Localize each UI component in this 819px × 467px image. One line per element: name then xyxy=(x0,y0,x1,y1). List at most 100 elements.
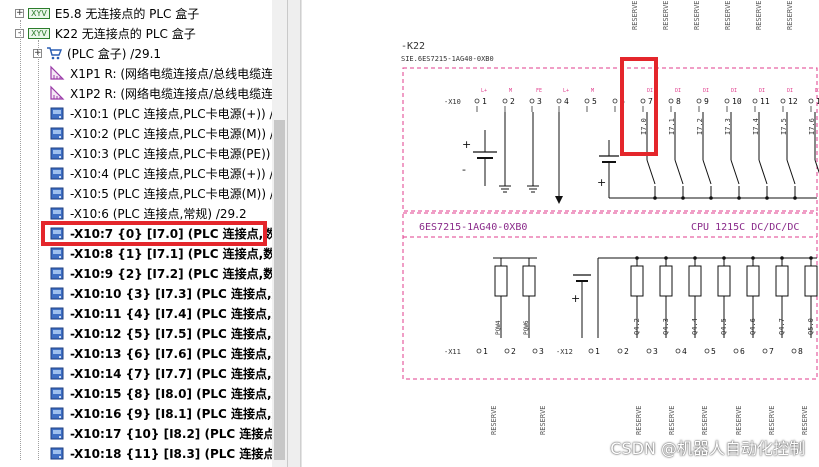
pin-number: 8 xyxy=(676,97,681,106)
pin-number: 5 xyxy=(711,347,716,356)
plc-connection-icon xyxy=(49,445,70,461)
reserve-label: RESERVE xyxy=(768,405,776,435)
terminal-dot xyxy=(780,98,786,104)
pin-signal: DI xyxy=(815,88,819,94)
tree-item[interactable]: -X10:9 {2} [I7.2] (PLC 连接点,数字输 xyxy=(49,263,288,283)
terminal-dot xyxy=(588,348,594,354)
battery-plus: + xyxy=(462,138,471,151)
tree-guide-line xyxy=(20,20,21,460)
plc-connection-icon xyxy=(49,365,70,381)
network-connection-icon xyxy=(49,65,70,81)
tree-item[interactable]: -X10:3 (PLC 连接点,PLC卡电源(PE)) / xyxy=(49,143,278,163)
plc-box-icon: XYV xyxy=(28,7,50,19)
tree-item[interactable]: -X10:5 (PLC 连接点,PLC卡电源(M)) / xyxy=(49,183,274,203)
output-address: Q4.2 xyxy=(633,318,641,335)
tree-item[interactable]: -X10:14 {7} [I7.7] (PLC 连接点,数字 xyxy=(49,363,287,383)
tree-item[interactable]: X1P2 R: (网络电缆连接点/总线电缆连 xyxy=(49,83,273,103)
tree-item[interactable]: -X10:6 (PLC 连接点,常规) /29.2 xyxy=(49,203,247,223)
tree-item[interactable]: -X10:15 {8} [I8.0] (PLC 连接点,数字 xyxy=(49,383,288,403)
tree-item-label: -X10:9 {2} [I7.2] (PLC 连接点,数字输 xyxy=(70,266,288,281)
terminal-dot xyxy=(808,98,814,104)
resistor xyxy=(804,265,818,297)
terminal-dot xyxy=(504,348,510,354)
tree-item[interactable]: X1P1 R: (网络电缆连接点/总线电缆连 xyxy=(49,63,273,83)
reserve-label: RESERVE xyxy=(635,405,643,435)
tree-item[interactable]: -X10:7 {0} [I7.0] (PLC 连接点,数字输 xyxy=(49,223,287,243)
plc-connection-icon xyxy=(49,185,70,201)
tree-item[interactable]: -X10:2 (PLC 连接点,PLC卡电源(M)) /2 xyxy=(49,123,282,143)
device-order-subtitle: SIE.6ES7215-1AG40-0XB0 xyxy=(401,55,494,63)
plc-order-number: 6ES7215-1AG40-0XB0 xyxy=(419,222,527,233)
junction-dot xyxy=(737,196,741,200)
x11-label: -X11 xyxy=(444,348,461,356)
tree-item[interactable]: -X10:4 (PLC 连接点,PLC卡电源(+)) /2 xyxy=(49,163,281,183)
battery-plus: + xyxy=(571,292,580,305)
tree-item-label: -X10:16 {9} [I8.1] (PLC 连接点,数字 xyxy=(70,406,288,421)
junction-dot xyxy=(681,196,685,200)
terminal-dot xyxy=(640,98,646,104)
output-address: PQW4 xyxy=(495,320,502,335)
plc-connection-icon xyxy=(49,145,70,161)
plc-connection-icon xyxy=(49,405,70,421)
collapse-icon[interactable]: - xyxy=(15,28,24,38)
resistor xyxy=(717,265,731,297)
terminal-dot xyxy=(668,98,674,104)
plc-connection-icon xyxy=(49,325,70,341)
battery-plus: + xyxy=(597,176,606,189)
tree-item-label: (PLC 盒子) /29.1 xyxy=(67,46,162,61)
tree-item-label: -X10:15 {8} [I8.0] (PLC 连接点,数字 xyxy=(70,386,288,401)
resistor xyxy=(522,265,536,297)
plc-connection-icon xyxy=(49,165,70,181)
input-address: I7.6 xyxy=(808,118,816,135)
tree-scrollbar[interactable] xyxy=(272,0,287,467)
tree-item[interactable]: -X10:16 {9} [I8.1] (PLC 连接点,数字 xyxy=(49,403,288,423)
tree-item[interactable]: -X10:8 {1} [I7.1] (PLC 连接点,数字输 xyxy=(49,243,287,263)
output-address: Q4.4 xyxy=(691,318,699,335)
reserve-label: RESERVE xyxy=(668,405,676,435)
pin-signal: M xyxy=(509,88,512,94)
tree-item-label: -X10:18 {11} [I8.3] (PLC 连接点,数 xyxy=(70,446,288,461)
tree-item[interactable]: -X10:17 {10} [I8.2] (PLC 连接点,数 xyxy=(49,423,288,443)
panel-splitter[interactable] xyxy=(288,0,301,467)
resistor xyxy=(688,265,702,297)
reserve-label: RESERVE xyxy=(786,0,794,30)
scrollbar-thumb[interactable] xyxy=(274,120,285,460)
pin-number: 2 xyxy=(511,347,516,356)
terminal-dot xyxy=(502,98,508,104)
pin-signal: L+ xyxy=(481,88,487,94)
battery-minus: - xyxy=(462,163,466,176)
tree-item[interactable]: -X10:12 {5} [I7.5] (PLC 连接点,数字 xyxy=(49,323,287,343)
tree-item[interactable]: -X10:13 {6} [I7.6] (PLC 连接点,数字 xyxy=(49,343,288,363)
pin-number: 12 xyxy=(788,97,798,106)
terminal-dot xyxy=(476,348,482,354)
tree-item-label: -X10:17 {10} [I8.2] (PLC 连接点,数 xyxy=(70,426,288,441)
expand-icon[interactable]: + xyxy=(15,7,24,18)
terminal-dot xyxy=(556,98,562,104)
output-address: Q4.3 xyxy=(662,318,670,335)
terminal-dot xyxy=(532,348,538,354)
input-address: I7.3 xyxy=(724,118,732,135)
output-address: Q4.6 xyxy=(749,318,757,335)
tree-item[interactable]: -X10:1 (PLC 连接点,PLC卡电源(+)) /2 xyxy=(49,103,281,123)
plc-connection-icon xyxy=(49,425,70,441)
pin-number: 11 xyxy=(760,97,770,106)
plc-connection-icon xyxy=(49,205,70,221)
pin-signal: DI xyxy=(675,88,681,94)
pin-signal: L+ xyxy=(563,88,569,94)
highlight-box xyxy=(620,57,658,156)
pin-number: 2 xyxy=(510,97,515,106)
output-address: Q5.0 xyxy=(807,318,815,335)
tree-item-label: -X10:13 {6} [I7.6] (PLC 连接点,数字 xyxy=(70,346,288,361)
watermark: CSDN @机器人自动化控制 xyxy=(610,439,805,458)
terminal-dot xyxy=(584,98,590,104)
expand-icon[interactable]: + xyxy=(33,47,42,58)
tree-item[interactable]: -X10:11 {4} [I7.4] (PLC 连接点,数字 xyxy=(49,303,287,323)
tree-item[interactable]: -X10:10 {3} [I7.3] (PLC 连接点,数字 xyxy=(49,283,287,303)
tree-item[interactable]: -X10:18 {11} [I8.3] (PLC 连接点,数 xyxy=(49,443,288,463)
tree-item[interactable]: + (PLC 盒子) /29.1 xyxy=(33,43,161,63)
terminal-dot xyxy=(474,98,480,104)
plc-connection-icon xyxy=(49,265,70,281)
